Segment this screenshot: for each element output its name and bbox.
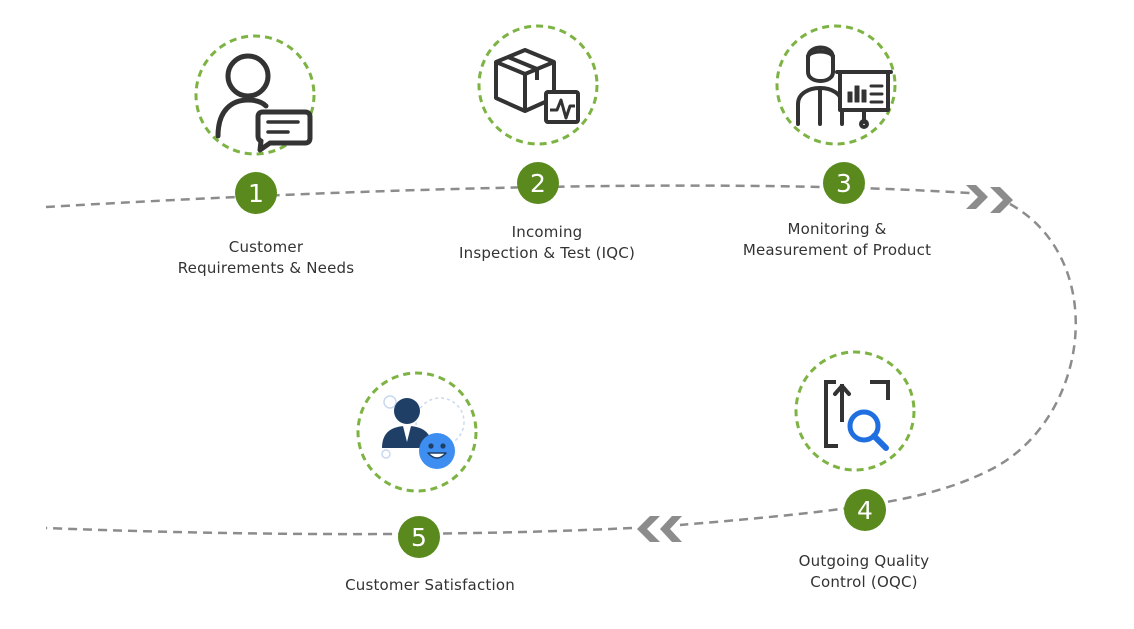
step-number-1: 1	[248, 179, 264, 208]
presenter-chart-icon	[796, 45, 893, 129]
step-label-1-line-1: Customer	[228, 238, 304, 256]
step-label-3-line-2: Measurement of Product	[742, 241, 932, 259]
step-number-4: 4	[857, 496, 873, 525]
step-label-5-line-1: Customer Satisfaction	[345, 576, 515, 594]
flow-path-bottom	[45, 526, 633, 536]
magnify-inspect-icon	[824, 380, 890, 451]
flow-path-top	[45, 184, 986, 209]
step-number-5: 5	[411, 523, 427, 552]
icon-ring-2	[477, 24, 599, 146]
icon-ring-4	[794, 350, 916, 472]
icon-ring-5	[356, 371, 478, 493]
step-label-4-line-2: Control (OQC)	[810, 573, 918, 591]
step-label-5: Customer Satisfaction	[345, 575, 515, 596]
package-monitor-icon	[494, 48, 580, 124]
step-number-2: 2	[530, 169, 546, 198]
step-label-4: Outgoing Quality Control (OQC)	[799, 551, 930, 593]
icon-ring-1	[194, 34, 316, 156]
step-label-1: Customer Requirements & Needs	[178, 237, 355, 279]
chevron-left-icon	[637, 516, 682, 542]
satisfied-customer-icon	[381, 395, 465, 469]
step-label-4-line-1: Outgoing Quality	[798, 552, 930, 570]
step-number-3: 3	[836, 169, 852, 198]
step-badge-5: 5	[398, 516, 440, 558]
step-label-2-line-1: Incoming	[511, 223, 583, 241]
step-badge-4: 4	[844, 489, 886, 531]
step-badge-2: 2	[517, 162, 559, 204]
icon-ring-3	[775, 24, 897, 146]
chevron-right-icon	[966, 185, 1013, 213]
customer-feedback-icon	[215, 53, 313, 153]
step-label-3-line-1: Monitoring &	[787, 220, 887, 238]
step-label-2-line-2: Inspection & Test (IQC)	[458, 244, 636, 262]
step-label-1-line-2: Requirements & Needs	[177, 259, 355, 277]
step-badge-1: 1	[235, 172, 277, 214]
step-label-2: Incoming Inspection & Test (IQC)	[459, 222, 635, 264]
flow-path-curve	[679, 202, 1077, 527]
step-badge-3: 3	[823, 162, 865, 204]
step-label-3: Monitoring & Measurement of Product	[743, 219, 931, 261]
